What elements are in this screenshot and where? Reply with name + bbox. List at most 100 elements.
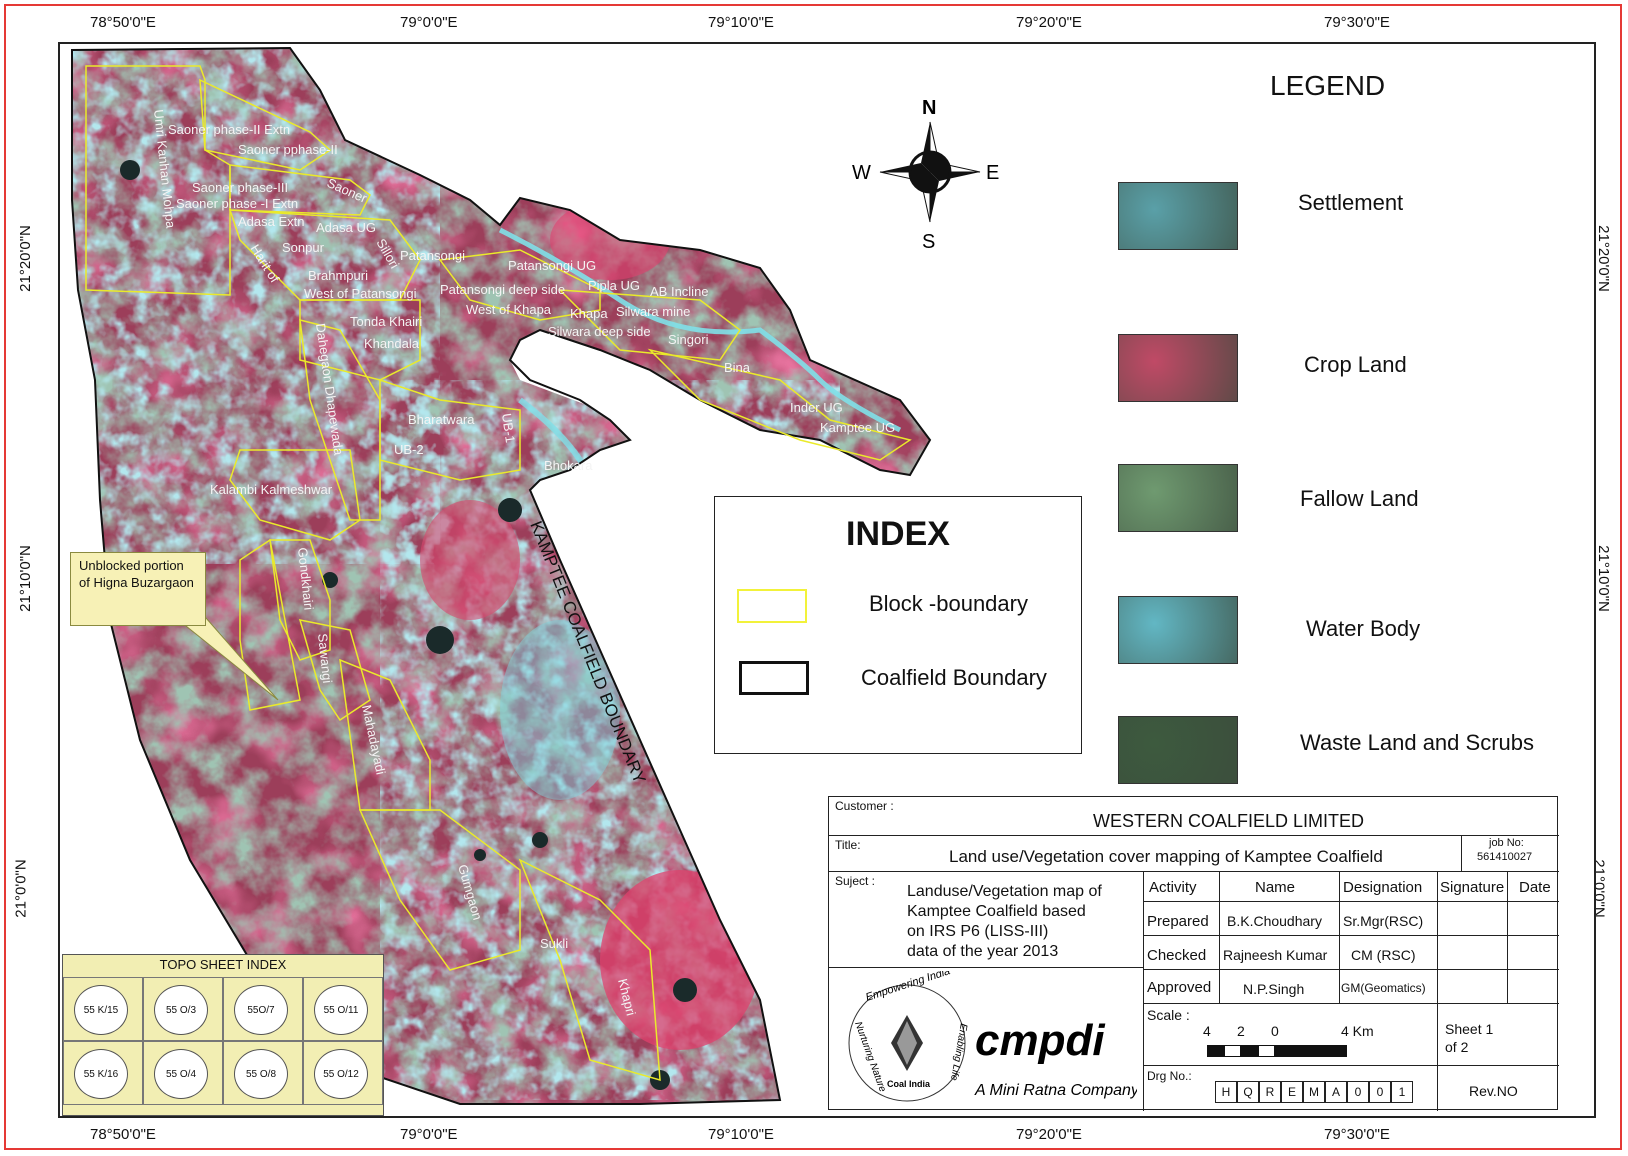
drg-char: 0 bbox=[1347, 1081, 1369, 1103]
drg-char: Q bbox=[1237, 1081, 1259, 1103]
topo-cell: 55 O/3 bbox=[154, 985, 208, 1035]
top-lon-label: 79°0'0"E bbox=[400, 14, 458, 31]
legend-label: Waste Land and Scrubs bbox=[1300, 730, 1534, 755]
bottom-lon-label: 78°50'0"E bbox=[90, 1126, 156, 1143]
seal-right-text: Enabling Life bbox=[948, 1022, 969, 1081]
top-lon-label: 79°20'0"E bbox=[1016, 14, 1082, 31]
drg-label: Drg No.: bbox=[1147, 1069, 1192, 1083]
revision-number: Rev.NO bbox=[1469, 1083, 1518, 1099]
legend-label: Crop Land bbox=[1304, 352, 1407, 377]
drg-char: 1 bbox=[1391, 1081, 1413, 1103]
title-label: Title: bbox=[835, 838, 861, 852]
drg-char: H bbox=[1215, 1081, 1237, 1103]
header-signature: Signature bbox=[1440, 879, 1505, 896]
block-label: Saoner phase-III bbox=[192, 180, 288, 195]
topo-cell: 55 O/8 bbox=[234, 1049, 288, 1099]
compass-n: N bbox=[922, 97, 936, 119]
legend-swatch-cropland bbox=[1118, 334, 1238, 402]
bottom-lon-label: 79°0'0"E bbox=[400, 1126, 458, 1143]
index-label: Block -boundary bbox=[869, 591, 1028, 616]
header-date: Date bbox=[1519, 879, 1551, 896]
block-label: Gondkhairi bbox=[295, 547, 317, 611]
block-label: Patansongi deep side bbox=[440, 282, 565, 297]
row-activity: Prepared bbox=[1147, 913, 1209, 930]
row-name: Rajneesh Kumar bbox=[1223, 947, 1328, 963]
topo-cell: 55 O/4 bbox=[154, 1049, 208, 1099]
title-block: Customer : WESTERN COALFIELD LIMITED Tit… bbox=[828, 796, 1559, 1111]
subject-line: data of the year 2013 bbox=[907, 943, 1059, 960]
subject-line: Landuse/Vegetation map of bbox=[907, 883, 1102, 900]
legend-label: Settlement bbox=[1298, 190, 1404, 215]
job-number: 561410027 bbox=[1477, 851, 1533, 863]
index-swatch-block bbox=[737, 589, 807, 623]
scale-tick: 4 Km bbox=[1341, 1023, 1374, 1039]
block-label: UB-1 bbox=[499, 412, 518, 443]
top-lon-label: 78°50'0"E bbox=[90, 14, 156, 31]
block-label: Kamptee UG bbox=[820, 420, 895, 435]
seal-center-text: Coal India bbox=[887, 1079, 931, 1089]
index-title: INDEX bbox=[846, 515, 950, 553]
block-label: Adasa Extn bbox=[238, 214, 305, 229]
row-designation: Sr.Mgr(RSC) bbox=[1343, 913, 1424, 929]
topo-title: TOPO SHEET INDEX bbox=[159, 957, 287, 972]
block-label: West of Khapa bbox=[466, 302, 552, 317]
legend-swatch-water bbox=[1118, 596, 1238, 664]
legend-label: Water Body bbox=[1306, 616, 1421, 641]
topo-cell: 55 K/16 bbox=[74, 1049, 128, 1099]
customer-label: Customer : bbox=[835, 799, 894, 813]
block-label: Sonpur bbox=[282, 240, 325, 255]
scale-tick: 0 bbox=[1271, 1023, 1279, 1039]
legend-title: LEGEND bbox=[1270, 70, 1386, 101]
header-name: Name bbox=[1255, 879, 1296, 896]
bottom-lon-label: 79°20'0"E bbox=[1016, 1126, 1082, 1143]
block-label: Saoner phase -I Extn bbox=[176, 196, 298, 211]
compass-w: W bbox=[852, 162, 871, 184]
drg-char: M bbox=[1303, 1081, 1325, 1103]
compass-s: S bbox=[922, 231, 935, 253]
header-activity: Activity bbox=[1149, 879, 1197, 896]
block-label: Saoner pphase-II bbox=[238, 142, 338, 157]
row-designation: CM (RSC) bbox=[1351, 947, 1416, 963]
unblocked-callout: Unblocked portion of Higna Buzargaon bbox=[70, 552, 206, 626]
block-label: Bharatwara bbox=[408, 412, 475, 427]
compass-e: E bbox=[986, 162, 999, 184]
block-label: Bhokara bbox=[544, 458, 593, 473]
cmpdi-tagline: A Mini Ratna Company bbox=[974, 1082, 1137, 1099]
seal-left-text: Nurturing Nature bbox=[852, 1020, 888, 1094]
block-label: Bina bbox=[724, 360, 751, 375]
block-label: Singori bbox=[668, 332, 709, 347]
block-label: UB-2 bbox=[394, 442, 424, 457]
block-label: Kalambi Kalmeshwar bbox=[210, 482, 333, 497]
subject-line: on IRS P6 (LISS-III) bbox=[907, 923, 1049, 940]
bottom-lon-label: 79°30'0"E bbox=[1324, 1126, 1390, 1143]
legend-swatch-waste bbox=[1118, 716, 1238, 784]
index-box: INDEX Block -boundary Coalfield Boundary bbox=[714, 496, 1082, 754]
block-label: Tonda Khairi bbox=[350, 314, 422, 329]
block-label: Brahmpuri bbox=[308, 268, 368, 283]
topo-cell: 55 O/12 bbox=[314, 1049, 368, 1099]
north-arrow-icon: N S E W bbox=[852, 97, 999, 253]
seal-top-text: Empowering India bbox=[864, 971, 951, 1004]
row-designation: GM(Geomatics) bbox=[1341, 981, 1426, 995]
row-activity: Checked bbox=[1147, 947, 1207, 964]
index-label: Coalfield Boundary bbox=[861, 665, 1047, 690]
map-title: Land use/Vegetation cover mapping of Kam… bbox=[949, 847, 1383, 866]
drg-char: 0 bbox=[1369, 1081, 1391, 1103]
block-label: Patansongi bbox=[400, 248, 465, 263]
cmpdi-wordmark: cmpdi bbox=[975, 1016, 1105, 1065]
row-activity: Approved bbox=[1147, 979, 1212, 996]
customer-name: WESTERN COALFIELD LIMITED bbox=[1093, 811, 1365, 831]
drg-char: E bbox=[1281, 1081, 1303, 1103]
job-label: job No: bbox=[1489, 837, 1524, 849]
top-lon-label: 79°10'0"E bbox=[708, 14, 774, 31]
sheet-total: of 2 bbox=[1445, 1039, 1469, 1055]
legend-label: Fallow Land bbox=[1300, 486, 1419, 511]
scale-tick: 2 bbox=[1237, 1023, 1245, 1039]
subject-label: Suject : bbox=[835, 874, 876, 888]
legend-swatch-settlement bbox=[1118, 182, 1238, 250]
drg-char: R bbox=[1259, 1081, 1281, 1103]
scale-tick: 4 bbox=[1203, 1023, 1211, 1039]
legend-swatch-fallow bbox=[1118, 464, 1238, 532]
topo-cell: 55 K/15 bbox=[74, 985, 128, 1035]
